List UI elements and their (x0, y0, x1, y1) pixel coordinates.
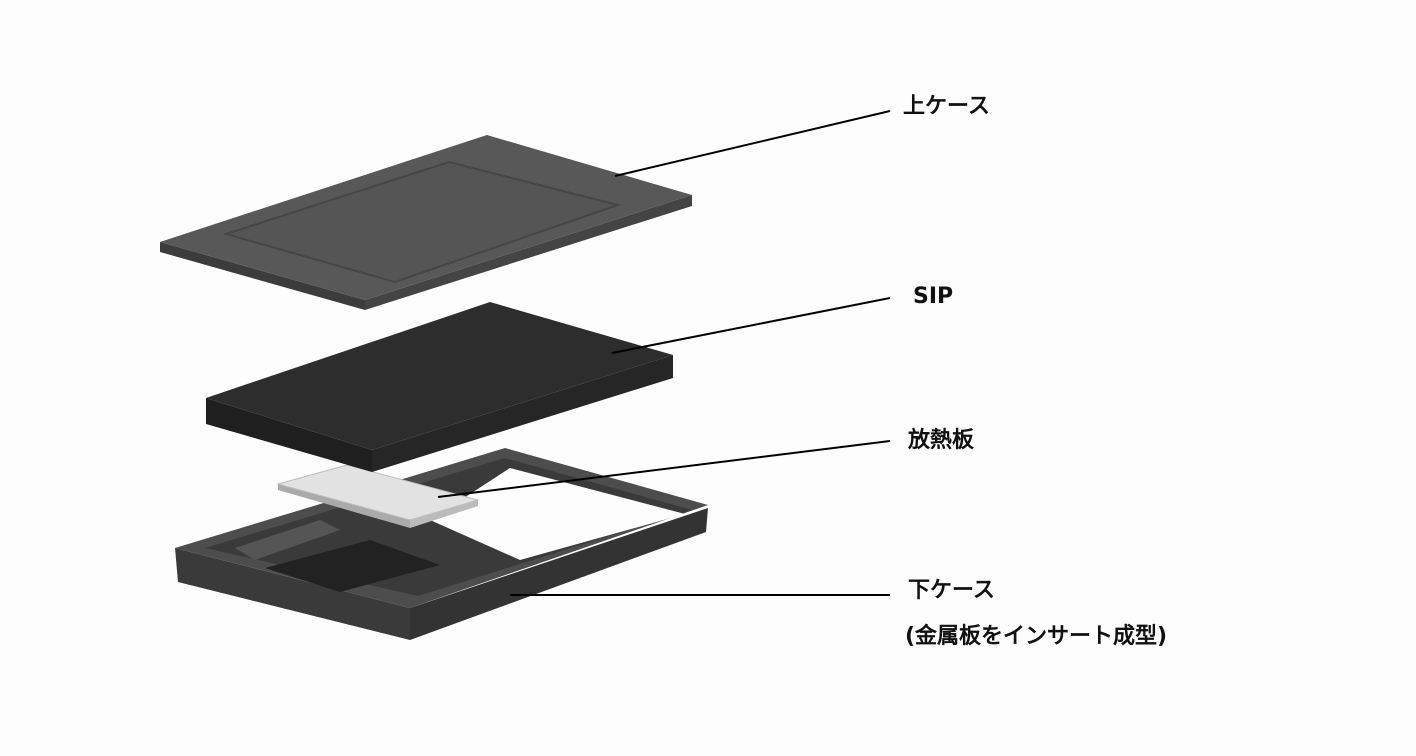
heat-plate-part (276, 464, 480, 528)
lower-case-part (175, 448, 708, 640)
leader-line-sip (611, 297, 891, 354)
label-sip: SIP (913, 284, 954, 309)
label-heat-plate: 放熱板 (908, 428, 975, 453)
leader-line-upper-case (614, 110, 891, 177)
label-lower-case: 下ケース (908, 578, 995, 603)
upper-case-part (160, 135, 692, 310)
leader-line-heat-plate (437, 440, 891, 498)
label-upper-case: 上ケース (903, 94, 990, 119)
label-lower-case-note: (金属板をインサート成型) (905, 624, 1168, 649)
leader-lines (437, 110, 891, 596)
sip-part (206, 302, 673, 472)
